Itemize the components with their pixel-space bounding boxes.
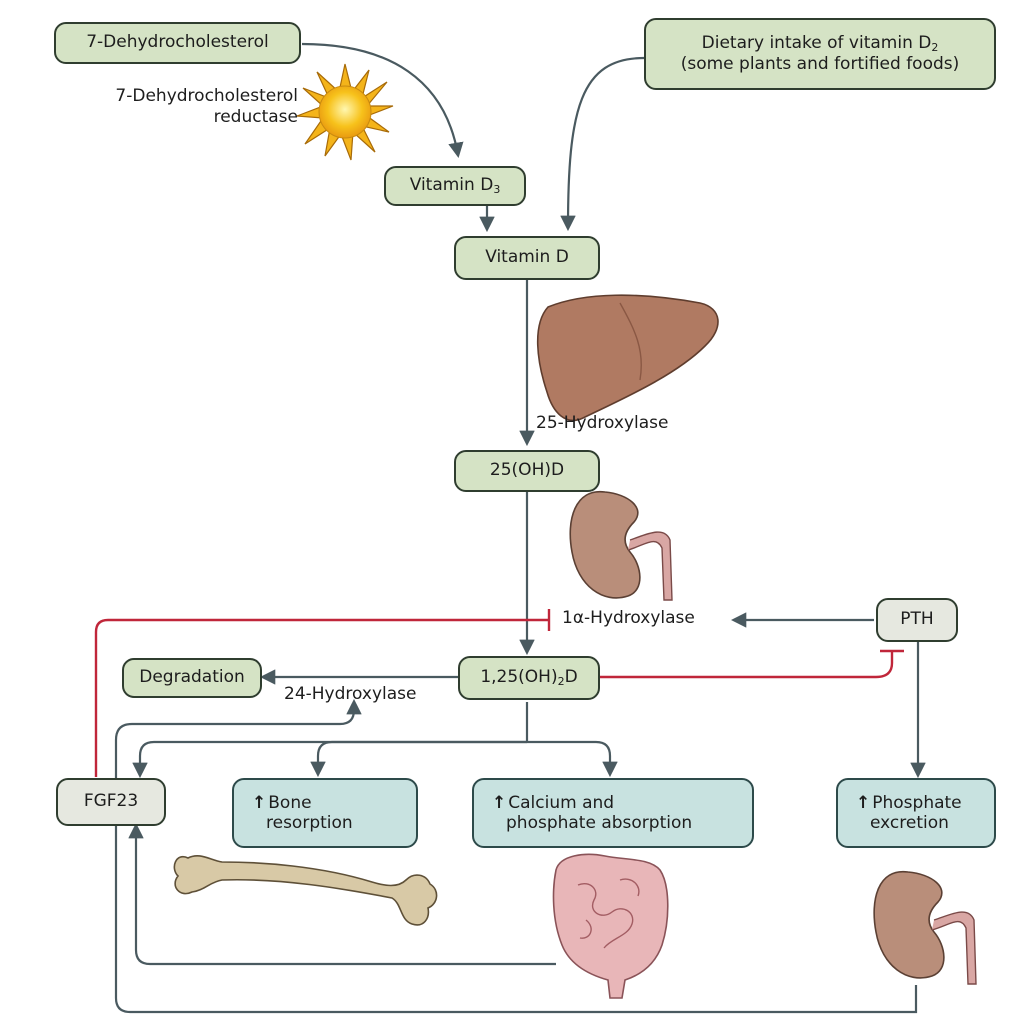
node-bone-resorption[interactable]: ↑Bone resorption	[232, 778, 418, 848]
node-phosphate-excretion[interactable]: ↑Phosphate excretion	[836, 778, 996, 848]
label-25-hydroxylase: 25-Hydroxylase	[536, 413, 669, 433]
label-reductase: 7-Dehydrocholesterol reductase	[62, 86, 298, 129]
node-7-dehydrocholesterol-label: 7-Dehydrocholesterol	[86, 32, 269, 53]
node-7-dehydrocholesterol[interactable]: 7-Dehydrocholesterol	[54, 22, 301, 64]
node-dietary-intake-text: Dietary intake of vitamin D2 (some plant…	[681, 33, 960, 75]
node-fgf23[interactable]: FGF23	[56, 778, 166, 826]
bone-line2: resorption	[266, 813, 353, 833]
arrow-loop-to-24-hydroxylase	[114, 698, 918, 1014]
oh125d-subscript: 2	[557, 674, 565, 688]
reductase-line2: reductase	[213, 107, 298, 128]
node-vitamin-d[interactable]: Vitamin D	[454, 236, 600, 280]
bone-icon	[173, 855, 438, 926]
node-pth[interactable]: PTH	[876, 598, 958, 642]
arrow-to-bone	[310, 740, 527, 778]
arrow-to-fgf23-top	[132, 740, 527, 779]
intestine-icon	[552, 853, 669, 999]
liver-icon	[536, 294, 719, 422]
oh125d-part-a: 1,25(OH)	[480, 666, 558, 687]
phosphate-line2: excretion	[870, 813, 949, 833]
bone-line1: Bone	[268, 792, 312, 813]
inhibitory-connectors	[94, 609, 904, 777]
sun-icon	[296, 63, 394, 161]
node-fgf23-label: FGF23	[83, 791, 139, 812]
up-arrow-icon: ↑	[856, 792, 871, 813]
node-25ohd[interactable]: 25(OH)D	[454, 450, 600, 492]
node-calcium-phosphate-absorption[interactable]: ↑Calcium and phosphate absorption	[472, 778, 754, 848]
calcium-line2: phosphate absorption	[506, 813, 693, 833]
node-1-25ohd-text: 1,25(OH)2D	[480, 666, 578, 689]
arrow-intestine-to-fgf23	[128, 822, 556, 966]
dietary-line2: (some plants and fortified foods)	[680, 54, 960, 75]
kidney-icon	[873, 871, 977, 985]
kidney-icon	[569, 491, 673, 601]
stimulatory-connectors	[114, 42, 926, 1014]
up-arrow-icon: ↑	[492, 792, 507, 813]
node-vitamin-d3[interactable]: Vitamin D3	[384, 166, 526, 206]
arrow-dietary-to-vitamin-d	[560, 56, 645, 232]
node-phosphate-text: ↑Phosphate excretion	[856, 793, 962, 834]
label-1a-hydroxylase: 1α-Hydroxylase	[562, 608, 695, 628]
vitamin-d3-subscript: 3	[493, 182, 501, 196]
arrow-7dhc-to-vitamin-d3	[301, 42, 464, 159]
dietary-subscript: 2	[931, 41, 939, 55]
oh125d-part-b: D	[564, 666, 578, 687]
up-arrow-icon: ↑	[252, 792, 267, 813]
vitamin-d3-label: Vitamin D	[409, 174, 494, 195]
node-degradation-label: Degradation	[139, 667, 245, 688]
phosphate-line1: Phosphate	[872, 792, 962, 813]
node-1-25ohd[interactable]: 1,25(OH)2D	[458, 656, 600, 700]
dietary-line1: Dietary intake of vitamin D	[701, 33, 932, 54]
node-bone-resorption-text: ↑Bone resorption	[252, 793, 353, 834]
node-vitamin-d-label: Vitamin D	[485, 247, 569, 268]
label-24-hydroxylase: 24-Hydroxylase	[284, 684, 417, 704]
inhibit-125ohd-to-pth	[600, 651, 894, 679]
node-degradation[interactable]: Degradation	[122, 658, 262, 698]
node-pth-label: PTH	[900, 609, 934, 630]
arrow-to-calcium	[527, 740, 618, 778]
calcium-line1: Calcium and	[508, 792, 615, 813]
node-calcium-text: ↑Calcium and phosphate absorption	[492, 793, 692, 834]
node-25ohd-label: 25(OH)D	[489, 460, 565, 481]
inhibit-fgf23-to-1a-hydroxylase	[94, 618, 548, 777]
reductase-line1: 7-Dehydrocholesterol	[115, 86, 298, 106]
node-vitamin-d3-text: Vitamin D3	[409, 174, 501, 197]
node-dietary-intake[interactable]: Dietary intake of vitamin D2 (some plant…	[644, 18, 996, 90]
